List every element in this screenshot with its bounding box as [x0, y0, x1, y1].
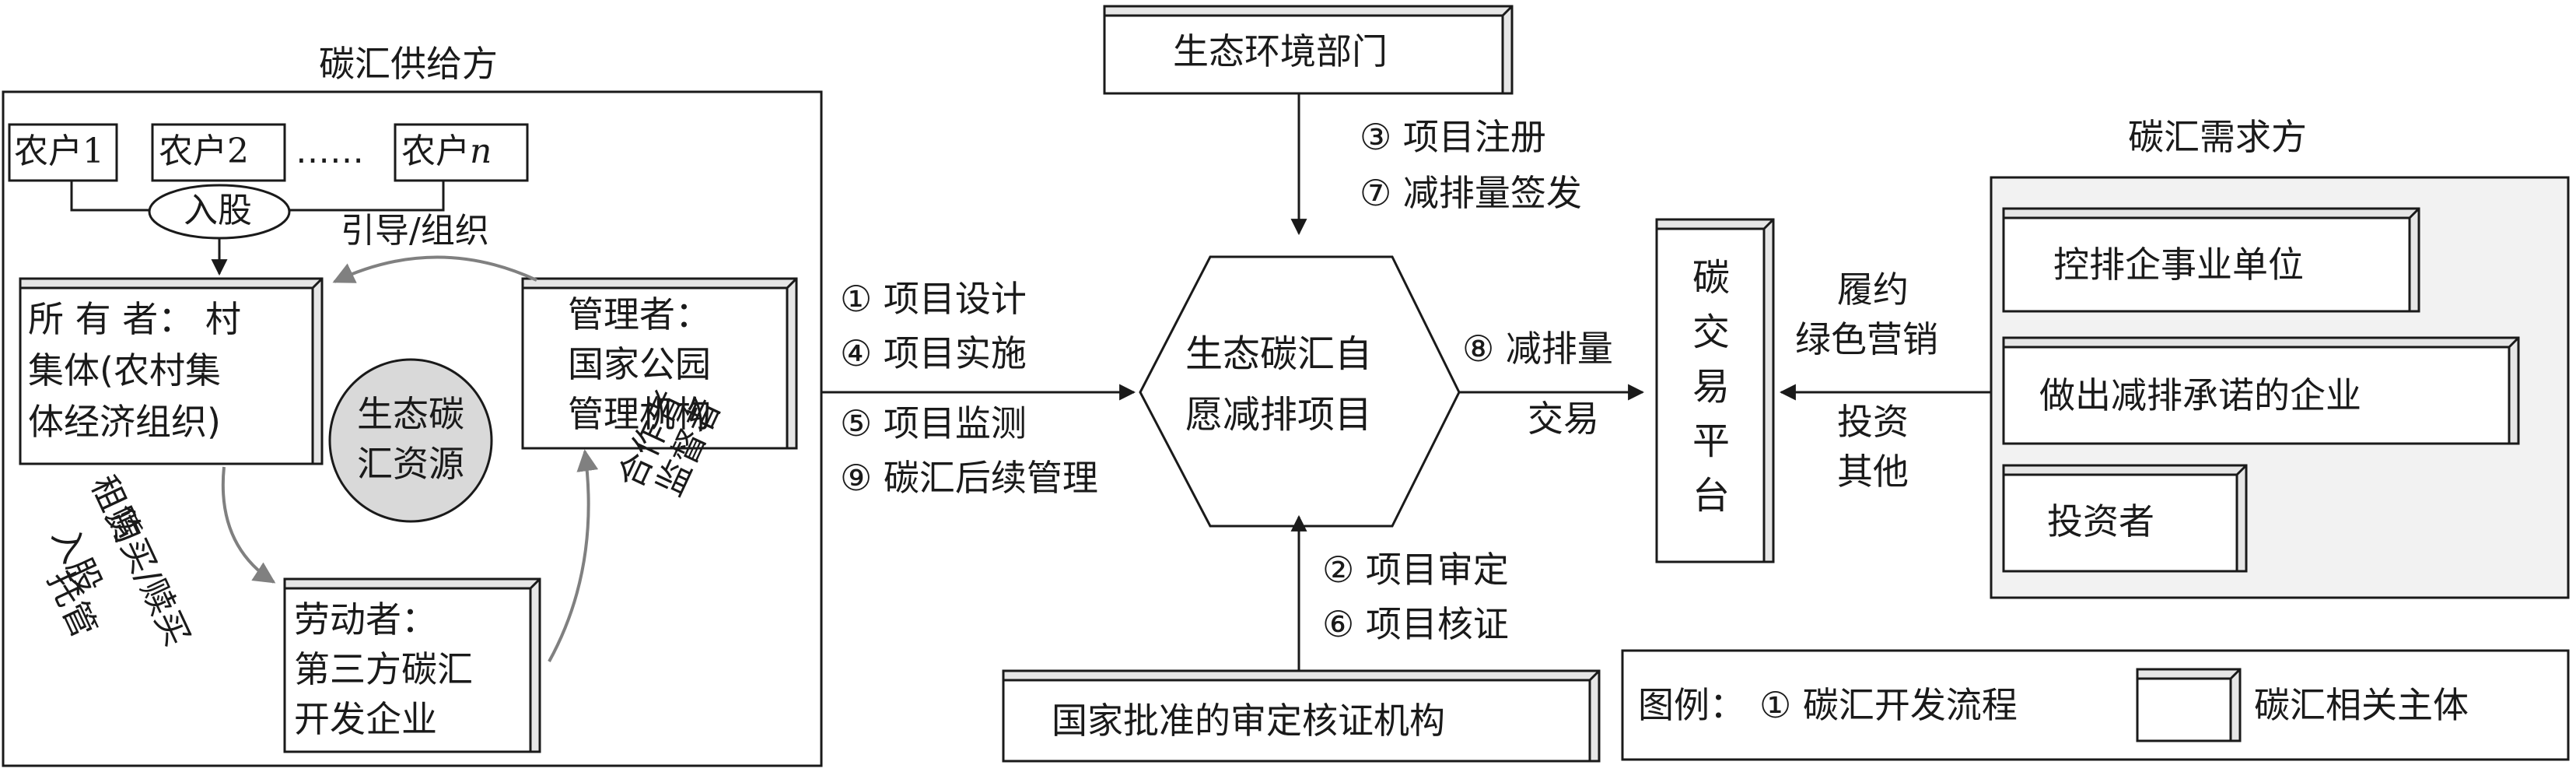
supply-title: 碳汇供给方: [319, 43, 498, 85]
legend-prefix: 图例：: [1638, 684, 1745, 726]
guide-arrow: [332, 255, 537, 283]
resource-circle: [328, 358, 493, 523]
owner-line-3: 体经济组织): [28, 401, 221, 443]
step-top-1: ③ 项目注册: [1360, 116, 1546, 158]
laborer-line-2: 第三方碳汇: [294, 648, 473, 690]
farmer-box-2: [151, 123, 286, 182]
farmer-1-label: 农户1: [14, 132, 104, 171]
center-hexagon: [1139, 255, 1461, 528]
step-left-4: ⑨ 碳汇后续管理: [840, 457, 1098, 499]
demand-box-1: [2002, 216, 2411, 313]
trade-line-2: 交易: [1528, 398, 1599, 440]
demand-action-3: 投资: [1837, 401, 1909, 443]
legend-entity: 碳汇相关主体: [2254, 684, 2469, 726]
owner-line-2: 集体(农村集: [28, 349, 221, 391]
platform-char-3: 易: [1692, 365, 1731, 409]
legend-frame: [1621, 649, 2570, 761]
resource-line-2: 汇资源: [357, 443, 464, 485]
platform-char-2: 交: [1692, 311, 1731, 354]
step-left-1: ① 项目设计: [840, 278, 1027, 320]
demand-action-4: 其他: [1837, 451, 1909, 493]
shareholding-label: 入股: [184, 191, 252, 230]
platform-box: [1655, 227, 1766, 563]
step-bottom-1: ② 项目审定: [1322, 549, 1509, 591]
farmer-box-n: [394, 123, 529, 182]
demand-item-1: 控排企事业单位: [2053, 244, 2304, 286]
farmer-n-label: 农户n: [401, 132, 492, 172]
demand-item-3: 投资者: [2047, 500, 2154, 542]
demand-action-2: 绿色营销: [1795, 318, 1938, 360]
demand-item-2: 做出减排承诺的企业: [2039, 374, 2361, 416]
manager-line-1: 管理者：: [568, 293, 711, 335]
farmer-ellipsis: ……: [296, 132, 364, 171]
step-top-2: ⑦ 减排量签发: [1360, 172, 1582, 214]
farmer-n-suffix: n: [470, 132, 492, 171]
farmer-n-prefix: 农户: [401, 132, 470, 171]
manager-line-3: 管理机构: [568, 393, 711, 435]
rent-arrow: [221, 466, 276, 584]
resource-line-1: 生态碳: [357, 393, 464, 435]
owner-line-1: 所 有 者： 村: [28, 298, 241, 340]
demand-title: 碳汇需求方: [2128, 116, 2307, 158]
verifier-box: [1002, 679, 1591, 763]
farmer-box-1: [8, 123, 118, 182]
demand-action-1: 履约: [1837, 268, 1909, 311]
guide-label: 引导/组织: [341, 211, 489, 251]
verifier-label: 国家批准的审定核证机构: [1052, 700, 1445, 742]
eco-dept-box: [1103, 14, 1504, 95]
platform-char-1: 碳: [1692, 256, 1731, 300]
demand-box-3: [2002, 473, 2238, 573]
manager-box: [521, 286, 789, 450]
center-line-1: 生态碳汇自: [1185, 332, 1373, 376]
eco-dept-label: 生态环境部门: [1173, 30, 1388, 72]
legend-entity-box: [2136, 677, 2232, 742]
platform-char-4: 平: [1692, 419, 1731, 463]
demand-box-2: [2002, 346, 2511, 445]
legend-process: ① 碳汇开发流程: [1759, 684, 2018, 726]
center-line-2: 愿减排项目: [1185, 393, 1373, 437]
step-left-2: ④ 项目实施: [840, 332, 1027, 374]
laborer-line-1: 劳动者：: [294, 598, 437, 640]
farmer-2-label: 农户2: [159, 132, 249, 171]
owner-box: [19, 286, 314, 465]
platform-char-5: 台: [1692, 474, 1731, 518]
trade-line-1: ⑧ 减排量: [1462, 328, 1613, 370]
coop-arrow: [548, 449, 599, 662]
laborer-line-3: 开发企业: [294, 698, 437, 740]
step-left-3: ⑤ 项目监测: [840, 402, 1027, 444]
manager-line-2: 国家公园: [568, 343, 711, 385]
step-bottom-2: ⑥ 项目核证: [1322, 603, 1509, 645]
laborer-box: [283, 587, 532, 753]
